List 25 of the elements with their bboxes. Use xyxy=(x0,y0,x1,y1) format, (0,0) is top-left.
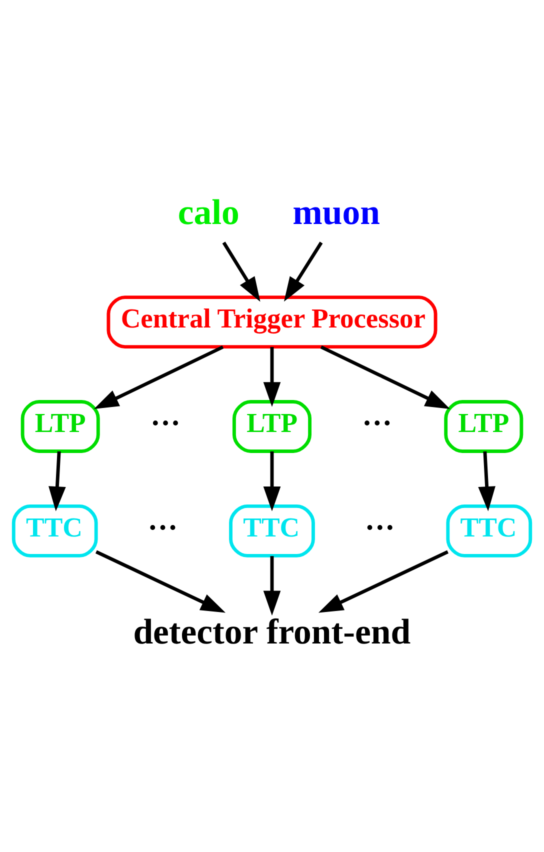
arrow xyxy=(263,450,281,511)
label: ··· xyxy=(150,405,181,440)
arrow xyxy=(95,550,226,612)
arrow xyxy=(263,346,281,406)
label: ··· xyxy=(362,405,392,440)
node-text: detector front-end xyxy=(133,610,411,651)
node-text: calo xyxy=(178,192,240,232)
node-box: TTC xyxy=(446,504,532,557)
arrow xyxy=(320,344,450,408)
arrow xyxy=(478,450,496,511)
arrow xyxy=(284,241,323,302)
arrow xyxy=(94,344,224,408)
node-box: TTC xyxy=(12,504,98,557)
node-box: LTP xyxy=(232,400,312,452)
node-text: muon xyxy=(292,192,380,232)
arrow xyxy=(48,450,66,511)
node-box: Central Trigger Processor xyxy=(106,295,438,348)
node-box: LTP xyxy=(444,400,524,452)
arrow xyxy=(263,556,281,616)
label: ··· xyxy=(364,510,395,544)
node-box: TTC xyxy=(229,504,315,557)
arrow xyxy=(318,550,449,612)
arrow xyxy=(222,241,260,302)
node-box: LTP xyxy=(20,400,100,452)
label: ··· xyxy=(148,510,178,544)
